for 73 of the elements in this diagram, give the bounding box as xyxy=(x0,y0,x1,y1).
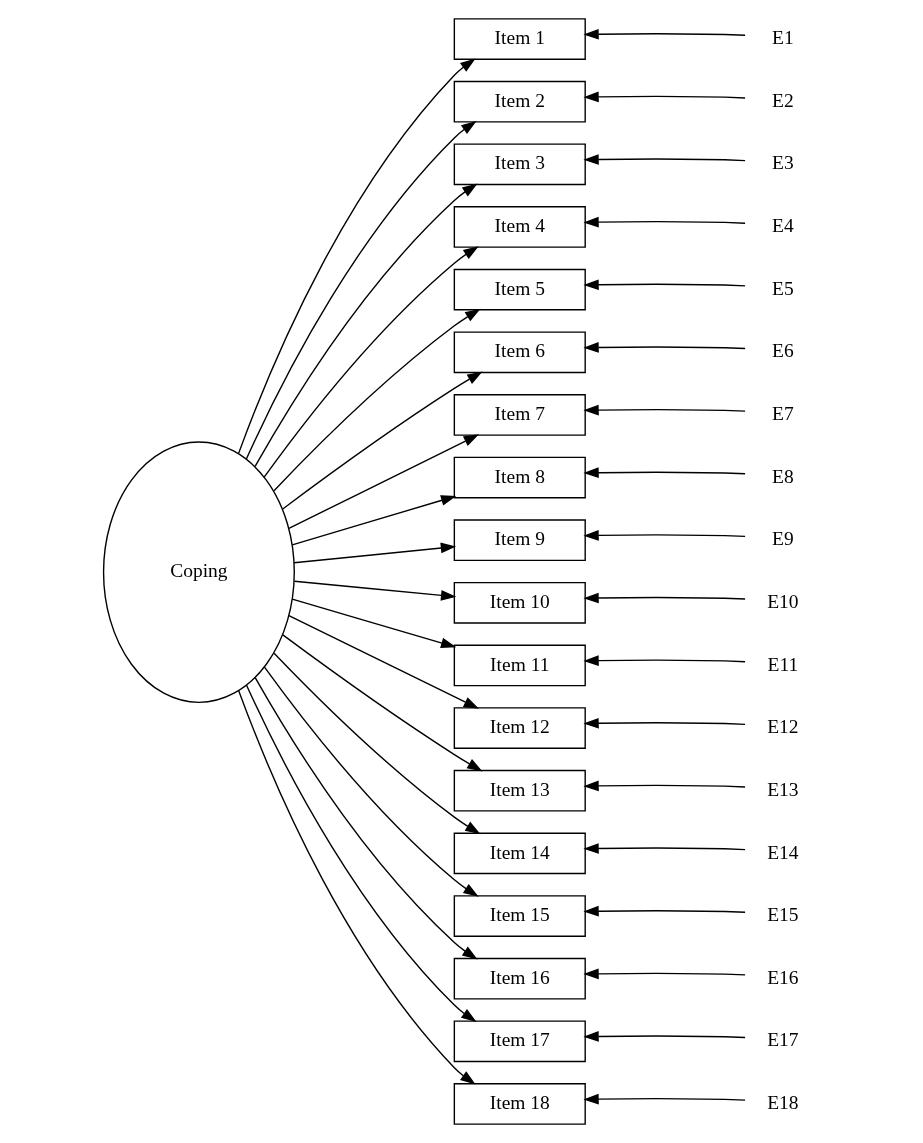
arrow xyxy=(582,655,746,666)
arrow xyxy=(287,614,479,709)
node-text: E3 xyxy=(771,152,794,174)
node-box: Item 17 xyxy=(453,1020,586,1063)
node-box: Item 1 xyxy=(453,18,586,60)
arrow xyxy=(291,598,456,649)
arrow xyxy=(582,404,746,416)
arrow xyxy=(582,1093,746,1105)
node-text: E10 xyxy=(766,590,799,612)
node-text: E11 xyxy=(767,653,798,675)
node-text: E2 xyxy=(771,89,794,111)
arrow xyxy=(291,495,456,546)
arrow xyxy=(237,690,476,1085)
node-text: E6 xyxy=(771,340,794,362)
node-text: E14 xyxy=(766,841,799,863)
node-text: E17 xyxy=(766,1029,799,1051)
node-box: Item 4 xyxy=(453,206,586,248)
arrow xyxy=(582,1031,746,1042)
arrow xyxy=(582,279,746,291)
node-box: Item 7 xyxy=(453,394,586,436)
arrow xyxy=(582,843,746,854)
arrow xyxy=(582,717,746,729)
node-box: Item 3 xyxy=(453,143,586,186)
arrow xyxy=(237,58,476,455)
node-box: Item 13 xyxy=(453,769,586,812)
arrow xyxy=(245,120,477,460)
node-box: Item 10 xyxy=(453,581,586,624)
arrow xyxy=(281,634,483,772)
node-box: Item 16 xyxy=(453,957,586,1000)
node-box: Item 12 xyxy=(453,707,586,749)
arrow xyxy=(272,652,481,835)
node-box: Item 18 xyxy=(453,1083,586,1125)
arrow xyxy=(254,676,478,960)
arrow xyxy=(582,530,746,541)
arrow xyxy=(293,580,456,601)
node-text: E4 xyxy=(771,215,794,237)
node-text: E9 xyxy=(771,528,794,550)
arrow xyxy=(292,542,456,564)
node-text: E15 xyxy=(766,904,799,926)
node-ellipse: Coping xyxy=(102,441,295,704)
node-box: Item 9 xyxy=(453,519,586,562)
node-text: E1 xyxy=(771,27,794,49)
arrow xyxy=(582,91,746,103)
node-text: E12 xyxy=(766,716,799,738)
arrow xyxy=(582,905,746,917)
node-box: Item 8 xyxy=(453,456,586,499)
node-box: Item 5 xyxy=(453,268,586,311)
arrow xyxy=(263,666,479,897)
arrow xyxy=(582,592,746,604)
node-text: E5 xyxy=(771,277,794,299)
arrow xyxy=(272,308,481,492)
arrow xyxy=(245,684,477,1023)
arrow xyxy=(582,216,746,228)
arrow xyxy=(253,183,478,468)
arrow xyxy=(582,154,746,165)
arrow xyxy=(262,246,479,478)
arrow xyxy=(582,968,746,980)
node-text: E18 xyxy=(766,1092,799,1114)
node-box: Item 11 xyxy=(453,644,586,687)
arrow xyxy=(582,28,746,40)
arrow xyxy=(582,467,746,479)
node-box: Item 15 xyxy=(453,895,586,937)
node-text: E16 xyxy=(766,966,799,988)
node-box: Item 2 xyxy=(453,80,586,123)
node-text: E7 xyxy=(771,403,794,425)
node-text: E8 xyxy=(771,465,794,487)
arrow xyxy=(281,371,483,510)
arrow xyxy=(287,434,479,530)
arrow xyxy=(582,342,746,353)
node-text: E13 xyxy=(766,778,799,800)
node-box: Item 6 xyxy=(453,331,586,374)
node-box: Item 14 xyxy=(453,832,586,875)
arrow xyxy=(582,780,746,792)
